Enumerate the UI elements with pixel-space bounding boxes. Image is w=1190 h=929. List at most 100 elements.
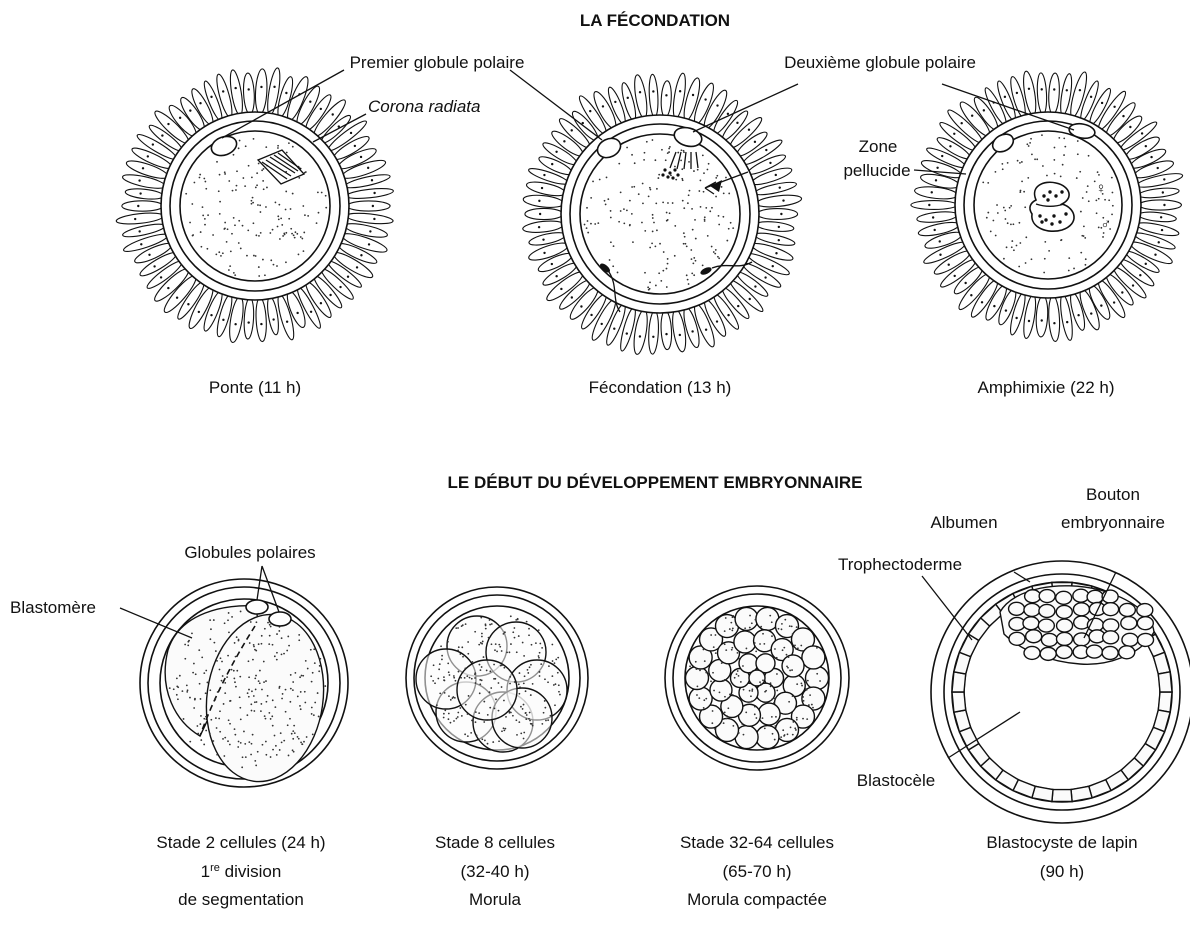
corona-nucleus <box>370 179 374 182</box>
cytoplasm-dot <box>732 724 735 727</box>
cytoplasm-dot <box>460 676 462 679</box>
cytoplasm-dot <box>711 206 713 209</box>
cytoplasm-dot <box>1053 146 1056 149</box>
cytoplasm-dot <box>515 719 518 722</box>
corona-nucleus <box>764 276 767 279</box>
cytoplasm-dot <box>492 741 495 743</box>
cytoplasm-dot <box>521 708 524 710</box>
cytoplasm-dot <box>750 622 753 625</box>
corona-nucleus <box>939 253 942 256</box>
cytoplasm-dot <box>1097 226 1100 229</box>
cytoplasm-dot <box>209 638 212 641</box>
cytoplasm-dot <box>753 713 756 716</box>
corona-nucleus <box>309 100 312 103</box>
cytoplasm-dot <box>1064 145 1067 148</box>
cytoplasm-dot <box>292 737 295 740</box>
corona-nucleus <box>964 281 967 285</box>
peripheral-cell <box>801 645 826 670</box>
cytoplasm-dot <box>239 247 242 250</box>
cytoplasm-dot <box>490 687 493 689</box>
zona-inner <box>672 593 842 763</box>
label-premier-globule: Premier globule polaire <box>350 53 525 72</box>
cytoplasm-dot <box>716 255 719 258</box>
inner-cell <box>1022 616 1040 631</box>
cytoplasm-dot <box>474 682 477 684</box>
cytoplasm-dot <box>293 236 296 239</box>
cytoplasm-dot <box>725 717 728 720</box>
cytoplasm-dot <box>737 674 740 677</box>
cytoplasm-dot <box>996 204 998 206</box>
cytoplasm-dot <box>751 690 754 692</box>
cytoplasm-dot <box>725 649 728 652</box>
cytoplasm-dot <box>806 718 809 721</box>
cytoplasm-dot <box>479 669 482 672</box>
cytoplasm-dot <box>269 232 272 234</box>
cytoplasm-dot <box>738 657 741 660</box>
cytoplasm-dot <box>284 208 287 211</box>
egg-blastocyste <box>930 560 1190 824</box>
corona-nucleus <box>1053 88 1056 91</box>
label-trophectoderme: Trophectoderme <box>838 555 962 574</box>
cytoplasm-dot <box>454 679 457 682</box>
cytoplasm-dot <box>252 644 255 646</box>
cytoplasm-dot <box>232 153 235 156</box>
cytoplasm-dot <box>499 645 502 648</box>
corona-nucleus <box>652 335 655 339</box>
corona-nucleus <box>234 322 237 326</box>
cytoplasm-dot <box>282 235 285 237</box>
corona-nucleus <box>355 266 359 269</box>
cytoplasm-dot <box>1001 163 1004 165</box>
peripheral-cell <box>755 724 780 750</box>
cytoplasm-dot <box>235 685 237 688</box>
cytoplasm-dot <box>534 642 537 645</box>
caption-stade32-l1: Stade 32-64 cellules <box>680 833 834 852</box>
corona-nucleus <box>1160 228 1164 232</box>
cytoplasm-dot <box>216 753 219 756</box>
corona-nucleus <box>775 252 778 255</box>
cytoplasm-dot <box>262 188 265 191</box>
cytoplasm-dot <box>549 714 552 717</box>
cytoplasm-dot <box>647 195 650 198</box>
cytoplasm-dot <box>1015 244 1018 247</box>
cytoplasm-dot <box>223 755 226 757</box>
cytoplasm-dot <box>177 686 180 689</box>
cytoplasm-dot <box>1087 200 1090 203</box>
cytoplasm-dot <box>509 615 512 618</box>
inner-cell <box>1008 631 1026 646</box>
cytoplasm-dot <box>269 718 272 720</box>
corona-nucleus <box>678 333 682 337</box>
cytoplasm-dot <box>776 673 778 675</box>
corona-nucleus <box>589 109 592 113</box>
cytoplasm-dot <box>499 664 502 667</box>
cytoplasm-dot <box>668 151 670 153</box>
cytoplasm-dot <box>486 742 489 745</box>
cytoplasm-dot <box>553 662 556 665</box>
cytoplasm-dot <box>503 699 505 702</box>
cytoplasm-dot <box>699 179 702 182</box>
corona-nucleus <box>1100 304 1103 307</box>
cytoplasm-dot <box>256 750 259 753</box>
cytoplasm-dot <box>1082 225 1085 228</box>
cytoplasm-dot <box>513 636 516 639</box>
corona-nucleus <box>555 274 558 278</box>
cytoplasm-dot <box>207 214 209 217</box>
cytoplasm-dot <box>531 724 534 727</box>
cytoplasm-dot <box>680 149 683 152</box>
cytoplasm-dot <box>547 681 549 684</box>
corona-nucleus <box>993 304 996 308</box>
cytoplasm-dot <box>1108 199 1111 202</box>
cytoplasm-dot <box>457 627 459 629</box>
corona-cell <box>648 73 659 118</box>
cytoplasm-dot <box>681 168 684 171</box>
cytoplasm-dot <box>662 269 665 272</box>
cytoplasm-dot <box>543 700 546 702</box>
cytoplasm-dot <box>287 635 290 638</box>
first-polar-body <box>210 135 238 157</box>
cytoplasm-dot <box>215 253 218 256</box>
cytoplasm-dot <box>710 634 713 636</box>
cytoplasm-dot <box>498 643 501 646</box>
cytoplasm-dot <box>285 231 288 234</box>
corona-nucleus <box>137 204 140 208</box>
cytoplasm-dot <box>795 718 798 721</box>
cytoplasm-dot <box>1006 162 1009 164</box>
